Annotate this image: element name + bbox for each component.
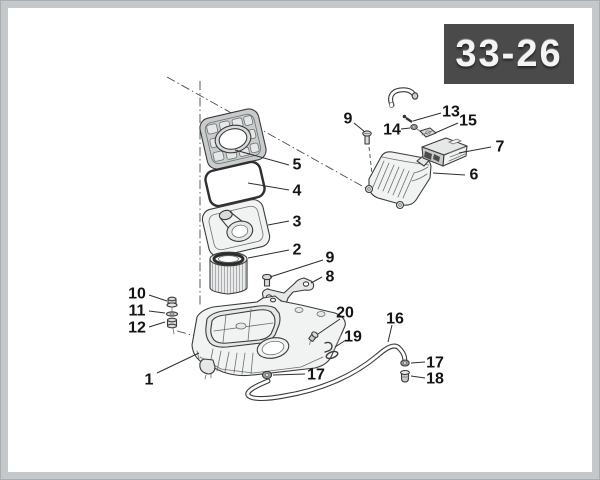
part-4-gasket: [204, 160, 266, 208]
part-label-17b: 17: [426, 355, 444, 372]
part-11-washer: [165, 311, 179, 317]
part-label-17a: 17: [307, 367, 325, 384]
part-13-screw: [402, 114, 413, 123]
leader-line-5: [234, 149, 290, 166]
part-17-ring-left: [261, 370, 273, 380]
section-badge: 33-26: [444, 24, 574, 84]
part-9-screw-bracket: [261, 273, 273, 287]
part-label-7: 7: [496, 139, 505, 156]
part-label-4: 4: [293, 183, 302, 200]
breather-hose: [388, 87, 419, 109]
part-label-3: 3: [293, 214, 302, 231]
part-16-drain-hose: [245, 343, 408, 401]
part-label-9b: 9: [344, 111, 353, 128]
leader-line-2: [247, 249, 290, 259]
part-label-11: 11: [129, 303, 146, 320]
part-label-10: 10: [128, 286, 146, 303]
part-label-15: 15: [459, 113, 477, 130]
part-7-intake-duct: [421, 137, 468, 167]
part-6-airbox-cover: [364, 151, 434, 210]
part-label-18: 18: [426, 371, 444, 388]
leader-line-20: [317, 318, 341, 335]
part-label-1: 1: [145, 372, 154, 389]
leader-line-3: [267, 220, 290, 226]
part-label-5: 5: [293, 157, 302, 174]
part-label-9a: 9: [326, 250, 335, 267]
part-label-13: 13: [442, 104, 460, 121]
leader-line-18: [410, 375, 426, 379]
leader-line-8: [310, 276, 323, 284]
leader-line-17b: [410, 361, 426, 364]
leader-line-13: [412, 112, 442, 122]
part-label-19: 19: [344, 329, 362, 346]
part-19-clip: [324, 341, 339, 360]
part-20-clip: [308, 331, 319, 345]
part-2-filter-element: [209, 251, 248, 295]
part-1-airbox-housing: [191, 295, 346, 380]
part-label-16: 16: [386, 311, 404, 328]
part-5-grille-cover: [199, 108, 267, 170]
leader-line-16: [387, 324, 393, 343]
leader-line-9a: [269, 259, 324, 278]
leader-line-17a: [272, 373, 306, 376]
leader-line-12: [148, 321, 166, 328]
part-label-20: 20: [336, 305, 354, 322]
leader-line-14: [400, 127, 411, 130]
part-label-2: 2: [293, 242, 302, 259]
part-label-12: 12: [128, 320, 146, 337]
part-17-ring-right: [400, 359, 410, 367]
leader-line-7: [458, 146, 492, 154]
part-label-14: 14: [383, 122, 401, 139]
leader-line-15: [434, 122, 459, 134]
part-10-screw: [166, 296, 178, 308]
part-label-8: 8: [326, 269, 335, 286]
part-18-plug: [400, 369, 410, 383]
leader-line-9b: [353, 122, 366, 133]
part-9-screw-cover: [362, 130, 372, 145]
leader-line-10: [148, 294, 168, 302]
leader-line-1: [156, 352, 200, 374]
section-number: 33-26: [455, 32, 563, 75]
leader-line-19: [334, 339, 347, 348]
leader-line-11: [148, 310, 166, 314]
part-15-clamp-plate: [419, 127, 437, 138]
part-3-filter-plate: [201, 199, 271, 257]
leader-line-4: [247, 182, 290, 191]
leader-line-6: [432, 172, 466, 176]
part-label-6: 6: [470, 167, 479, 184]
part-12-spacer: [166, 317, 178, 335]
